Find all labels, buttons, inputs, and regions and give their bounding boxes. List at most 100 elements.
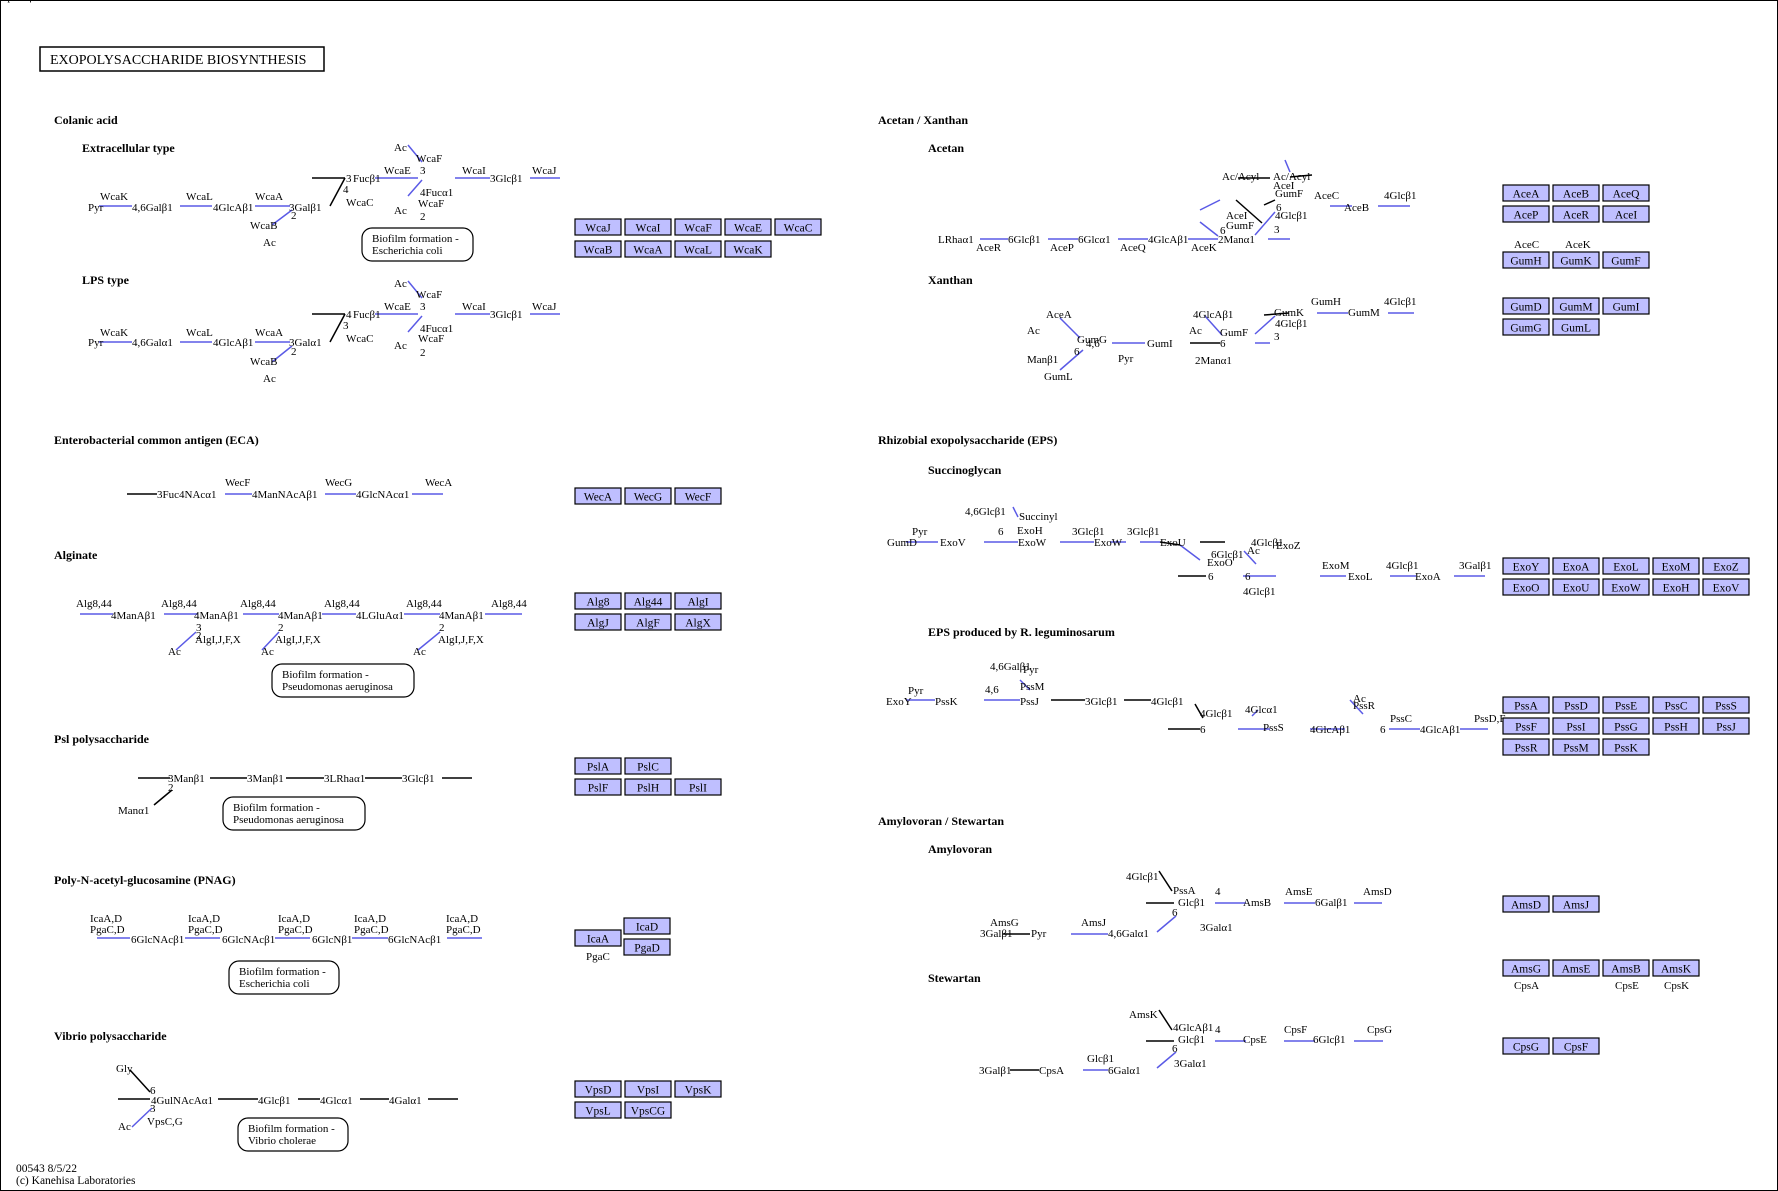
gene-box-algj[interactable]: AlgJ [574, 613, 622, 631]
gene-box-pssc[interactable]: PssC [1652, 696, 1700, 714]
pathway-label: AceA [1046, 309, 1072, 321]
gene-box-wcab[interactable]: WcaB [574, 240, 622, 258]
gene-box-wcaf[interactable]: WcaF [674, 218, 722, 236]
gene-box-amsk[interactable]: AmsK [1652, 959, 1700, 977]
gene-box-amse[interactable]: AmsE [1552, 959, 1600, 977]
gene-box-pssa[interactable]: PssA [1502, 696, 1550, 714]
gene-box-alg44[interactable]: Alg44 [624, 592, 672, 610]
map-link-bf-ecoli-1[interactable]: Biofilm formation -Escherichia coli [361, 227, 474, 262]
gene-box-pssf[interactable]: PssF [1502, 717, 1550, 735]
gene-box-acei[interactable]: AceI [1602, 205, 1650, 223]
enzyme-step-line [1254, 315, 1276, 335]
gene-box-aceb[interactable]: AceB [1552, 184, 1600, 202]
gene-box-vpsd[interactable]: VpsD [574, 1080, 622, 1098]
gene-box-icaa[interactable]: IcaA [574, 929, 622, 947]
gene-box-wcaa[interactable]: WcaA [624, 240, 672, 258]
gene-box-exou[interactable]: ExoU [1552, 578, 1600, 596]
gene-box-gumi[interactable]: GumI [1602, 297, 1650, 315]
gene-box-exom[interactable]: ExoM [1652, 557, 1700, 575]
map-link-bf-vch[interactable]: Biofilm formation -Vibrio cholerae [237, 1117, 349, 1152]
gene-box-amsg[interactable]: AmsG [1502, 959, 1550, 977]
gene-box-exoh[interactable]: ExoH [1652, 578, 1700, 596]
gene-box-bg [1502, 557, 1550, 575]
gene-box-pssg[interactable]: PssG [1602, 717, 1650, 735]
gene-box-wcae[interactable]: WcaE [724, 218, 772, 236]
gene-box-exow[interactable]: ExoW [1602, 578, 1650, 596]
gene-box-pslh[interactable]: PslH [624, 778, 672, 796]
gene-box-pssk[interactable]: PssK [1602, 738, 1650, 756]
heading-psl: Psl polysaccharide [54, 732, 150, 746]
map-link-bf-pae-2[interactable]: Biofilm formation -Pseudomonas aeruginos… [222, 796, 366, 831]
gene-box-pssj[interactable]: PssJ [1702, 717, 1750, 735]
gene-box-algi[interactable]: AlgI [674, 592, 722, 610]
gene-box-pslc[interactable]: PslC [624, 757, 672, 775]
gene-box-gumd[interactable]: GumD [1502, 297, 1550, 315]
gene-box-wecf[interactable]: WecF [674, 487, 722, 505]
pathway-label: WcaF [416, 153, 442, 165]
gene-box-pssr[interactable]: PssR [1502, 738, 1550, 756]
gene-box-pssd[interactable]: PssD [1552, 696, 1600, 714]
gene-box-wcal[interactable]: WcaL [674, 240, 722, 258]
gene-box-exoy[interactable]: ExoY [1502, 557, 1550, 575]
map-link-bf-pae-1[interactable]: Biofilm formation -Pseudomonas aeruginos… [271, 663, 415, 698]
pathway-label: WecG [325, 477, 352, 489]
gene-box-psli[interactable]: PslI [674, 778, 722, 796]
gene-box-amsj[interactable]: AmsJ [1552, 895, 1600, 913]
gene-label: WecA [584, 492, 613, 504]
gene-box-vpsk[interactable]: VpsK [674, 1080, 722, 1098]
gene-box-exoo[interactable]: ExoO [1502, 578, 1550, 596]
gene-box-acep[interactable]: AceP [1502, 205, 1550, 223]
gene-box-gumg[interactable]: GumG [1502, 318, 1550, 336]
gene-box-guml[interactable]: GumL [1552, 318, 1600, 336]
gene-box-pslf[interactable]: PslF [574, 778, 622, 796]
map-link-bf-ecoli-2[interactable]: Biofilm formation -Escherichia coli [228, 960, 340, 995]
gene-box-vpsi[interactable]: VpsI [624, 1080, 672, 1098]
gene-box-aceq[interactable]: AceQ [1602, 184, 1650, 202]
gene-box-exol[interactable]: ExoL [1602, 557, 1650, 575]
pathway-label: 2 [291, 346, 297, 358]
gene-label: GumL [1561, 323, 1591, 335]
gene-box-wecg[interactable]: WecG [624, 487, 672, 505]
gene-label: ExoZ [1713, 562, 1739, 574]
gene-box-weca[interactable]: WecA [574, 487, 622, 505]
gene-label: PssS [1715, 701, 1737, 713]
gene-box-wcac[interactable]: WcaC [774, 218, 822, 236]
gene-box-pssi[interactable]: PssI [1552, 717, 1600, 735]
gene-box-acea[interactable]: AceA [1502, 184, 1550, 202]
gene-box-gumm[interactable]: GumM [1552, 297, 1600, 315]
gene-box-exoa[interactable]: ExoA [1552, 557, 1600, 575]
gene-label: PssC [1664, 701, 1687, 713]
gene-box-gumf[interactable]: GumF [1602, 251, 1650, 269]
gene-box-psss[interactable]: PssS [1702, 696, 1750, 714]
gene-box-pssm[interactable]: PssM [1552, 738, 1600, 756]
gene-box-vpsl[interactable]: VpsL [574, 1101, 622, 1119]
gene-box-acer[interactable]: AceR [1552, 205, 1600, 223]
gene-box-exov[interactable]: ExoV [1702, 578, 1750, 596]
gene-box-algx[interactable]: AlgX [674, 613, 722, 631]
gene-box-cpsg[interactable]: CpsG [1502, 1037, 1550, 1055]
enzyme-step-line [1284, 159, 1291, 173]
gene-box-cpsf[interactable]: CpsF [1552, 1037, 1600, 1055]
map-link-label-2: Pseudomonas aeruginosa [282, 681, 393, 693]
gene-box-gumh[interactable]: GumH [1502, 251, 1550, 269]
gene-box-amsb[interactable]: AmsB [1602, 959, 1650, 977]
gene-box-algf[interactable]: AlgF [624, 613, 672, 631]
gene-box-alg8[interactable]: Alg8 [574, 592, 622, 610]
gene-box-wcaj[interactable]: WcaJ [574, 218, 622, 236]
gene-box-vpscg[interactable]: VpsCG [624, 1101, 672, 1119]
gene-box-icad[interactable]: IcaD [623, 917, 671, 935]
pathway-label: 6GlcNAcβ1 [131, 934, 184, 946]
pathway-label: Alg8,44 [76, 598, 112, 610]
gene-box-pgad[interactable]: PgaD [623, 938, 671, 956]
gene-box-psse[interactable]: PssE [1602, 696, 1650, 714]
gene-box-psla[interactable]: PslA [574, 757, 622, 775]
gene-box-gumk[interactable]: GumK [1552, 251, 1600, 269]
gene-box-pssh[interactable]: PssH [1652, 717, 1700, 735]
gene-box-bg [1502, 251, 1550, 269]
gene-label: PssI [1566, 722, 1585, 734]
gene-box-wcai[interactable]: WcaI [624, 218, 672, 236]
gene-box-amsd[interactable]: AmsD [1502, 895, 1550, 913]
pathway-label: ExoW [1018, 537, 1047, 549]
gene-box-wcak[interactable]: WcaK [724, 240, 772, 258]
gene-box-exoz[interactable]: ExoZ [1702, 557, 1750, 575]
